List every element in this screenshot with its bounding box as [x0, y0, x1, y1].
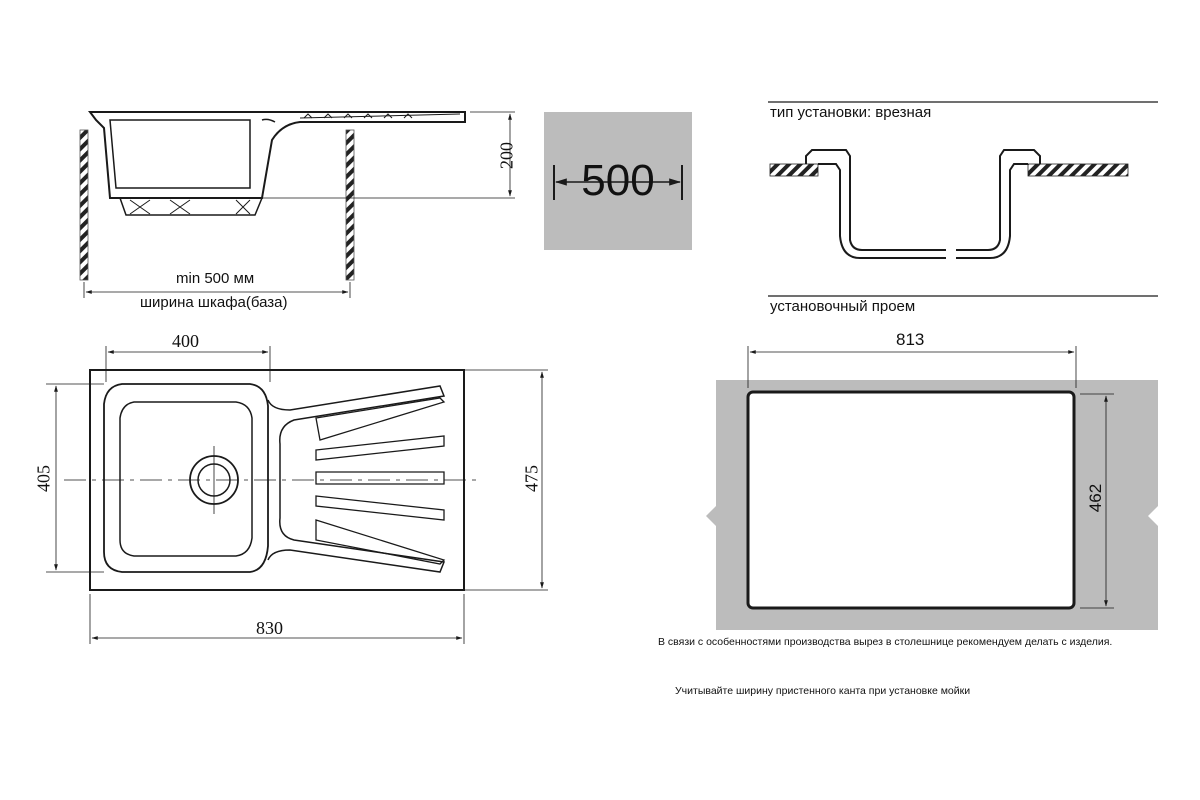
dim-total-depth-475: 475	[521, 465, 542, 492]
cabinet-min-label: min 500 мм	[176, 270, 255, 287]
bowl-inner	[119, 401, 253, 557]
note-cutout-recommendation: В связи с особенностями производства выр…	[658, 636, 1113, 648]
bowl-bottom-rib	[119, 197, 263, 216]
countertop-right	[1027, 163, 1129, 177]
cabinet-width-label: ширина шкафа(база)	[140, 294, 288, 311]
note-wall-edge: Учитывайте ширину пристенного канта при …	[675, 685, 971, 697]
dim-total-width-830: 830	[256, 618, 283, 638]
right-wall	[345, 129, 355, 281]
sink-profile-outline	[88, 111, 466, 199]
badge-value: 500	[581, 156, 655, 205]
dim-cutout-width-813: 813	[896, 330, 925, 349]
dim-bowl-depth-405: 405	[33, 465, 54, 492]
top-view	[46, 346, 548, 644]
install-type-section	[768, 101, 1158, 297]
dim-height-200: 200	[496, 142, 517, 169]
install-opening-label: установочный проем	[770, 298, 916, 315]
cutout-view	[706, 346, 1158, 630]
cabinet-width-badge	[544, 112, 692, 250]
bowl-outer	[103, 383, 269, 573]
install-type-label: тип установки: врезная	[770, 104, 932, 121]
bowl-inner	[109, 119, 251, 189]
side-section-view	[79, 111, 515, 298]
cutout-opening	[746, 390, 1076, 610]
dim-bowl-width-400: 400	[172, 331, 199, 351]
dim-cutout-depth-462: 462	[1086, 483, 1105, 513]
left-wall	[79, 129, 89, 281]
countertop-left	[769, 163, 819, 177]
